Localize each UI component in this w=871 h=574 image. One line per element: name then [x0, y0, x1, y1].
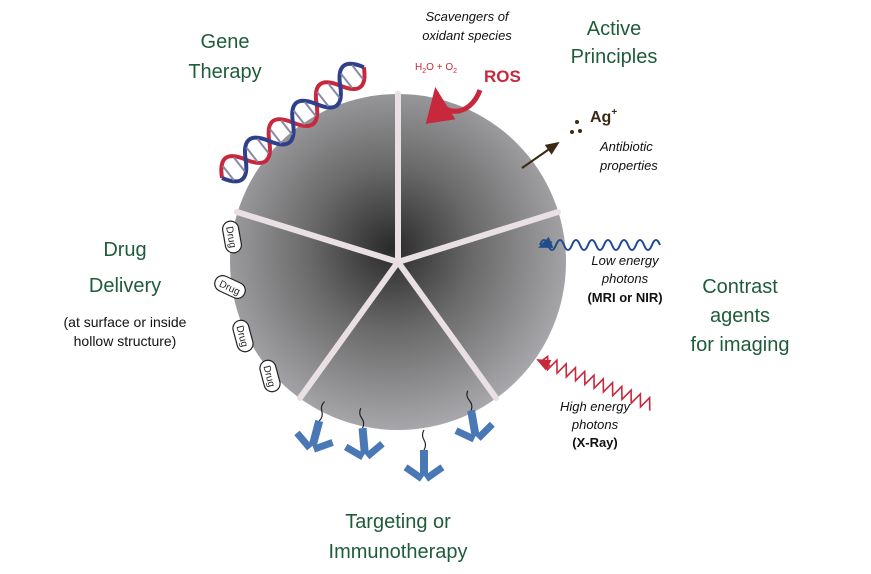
drug-delivery-title-2: Delivery — [89, 275, 161, 297]
drug-delivery-title-1: Drug — [103, 239, 146, 261]
drug-capsule-icon: Drug — [259, 359, 281, 393]
drug-capsule-icon: Drug — [232, 319, 254, 353]
drug-delivery-note-1: (at surface or inside — [64, 314, 187, 330]
contrast-agents-title-3: for imaging — [691, 334, 790, 356]
ros-label: ROS — [484, 67, 521, 86]
silver-ion: Ag+ — [590, 107, 617, 126]
antibiotic-note-1: Antibiotic — [599, 139, 653, 154]
silver-release-arrow — [521, 141, 560, 169]
nanoparticle-sphere — [230, 91, 566, 430]
active-principles-title-1: Active — [587, 18, 641, 40]
targeting-title-2: Immunotherapy — [329, 541, 468, 563]
dna-helix-icon — [219, 61, 367, 184]
antibody-icon — [294, 401, 334, 453]
gene-therapy-title-1: Gene — [201, 31, 250, 53]
drug-delivery-note-2: hollow structure) — [74, 333, 177, 349]
low-energy-arrowhead — [538, 236, 554, 248]
drug-capsule-icon: Drug — [214, 275, 246, 299]
high-energy-arrowhead — [536, 359, 552, 371]
antibiotic-note-2: properties — [599, 158, 658, 173]
gene-therapy-title-2: Therapy — [188, 61, 261, 83]
low-energy-wave — [539, 239, 661, 251]
low-energy-note-2: photons — [601, 271, 649, 286]
svg-text:Drug: Drug — [223, 226, 238, 249]
high-energy-wave — [539, 354, 651, 411]
svg-text:Drug: Drug — [233, 324, 249, 348]
antibody-icon — [403, 429, 445, 482]
low-energy-note-1: Low energy — [591, 253, 660, 268]
ros-scavenging-arrow — [425, 87, 483, 124]
high-energy-mode: (X-Ray) — [572, 435, 618, 450]
scavengers-note-2: oxidant species — [422, 28, 512, 43]
high-energy-note-1: High energy — [560, 399, 632, 414]
contrast-agents-title-1: Contrast — [702, 276, 778, 298]
drug-capsule-icon: Drug — [222, 220, 242, 254]
contrast-agents-title-2: agents — [710, 305, 770, 327]
sphere-segment-dividers — [234, 91, 561, 401]
antibody-icon — [343, 407, 385, 460]
targeting-title-1: Targeting or — [345, 511, 451, 533]
low-energy-modes: (MRI or NIR) — [587, 290, 662, 305]
antibody-icon — [454, 390, 495, 443]
silver-particles — [570, 120, 582, 134]
scavengers-note-1: Scavengers of — [425, 9, 509, 24]
water-formula: H2O + O2 — [415, 62, 457, 75]
active-principles-title-2: Principles — [571, 46, 658, 68]
svg-text:Drug: Drug — [260, 364, 276, 388]
high-energy-note-2: photons — [571, 417, 619, 432]
